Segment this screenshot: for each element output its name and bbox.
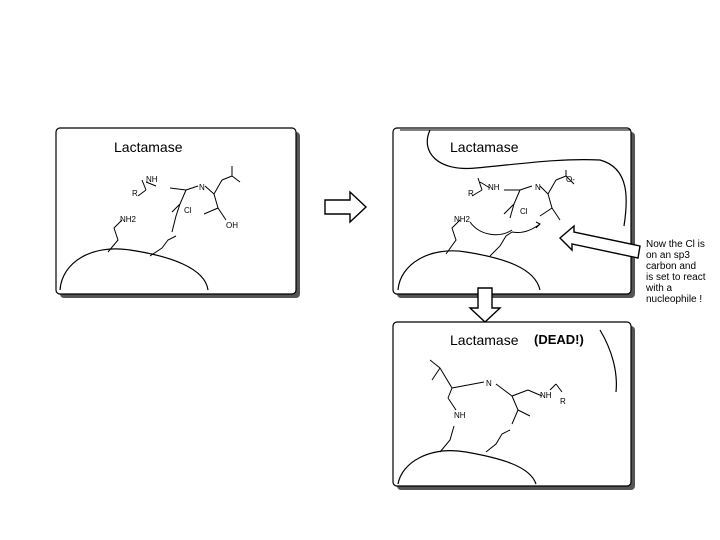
atom-n: N bbox=[486, 379, 492, 388]
panel-top-right-title: Lactamase bbox=[450, 139, 519, 155]
enzyme-surface bbox=[397, 250, 541, 291]
atom-cl: Cl bbox=[520, 207, 528, 216]
enzyme-pocket bbox=[599, 329, 617, 393]
inhibitor-bonds bbox=[471, 170, 575, 221]
atom-nh2: NH2 bbox=[120, 215, 137, 224]
panel-bottom-title: Lactamase bbox=[450, 332, 519, 348]
annotation-line: on an sp3 bbox=[646, 250, 690, 261]
lysine-chain bbox=[107, 219, 123, 253]
atom-r: R bbox=[132, 189, 138, 198]
annotation-line: nucleophile ! bbox=[646, 294, 702, 305]
panel-top-left: Lactamase NH2 NH R N Cl OH bbox=[55, 127, 300, 298]
panel-top-right: Lactamase NH2 NH R N Cl O- bbox=[392, 127, 635, 298]
enzyme-surface bbox=[397, 450, 537, 485]
atom-nh: NH bbox=[146, 175, 158, 184]
atom-cl: Cl bbox=[184, 206, 192, 215]
inhibitor-bonds bbox=[137, 166, 241, 233]
atom-nh: NH bbox=[540, 391, 552, 400]
electron-arrow bbox=[511, 221, 541, 233]
lysine-chain bbox=[445, 219, 461, 255]
panel-bottom: Lactamase (DEAD!) N NH R NH bbox=[392, 321, 635, 490]
serine-chain bbox=[149, 235, 177, 257]
electron-arrow bbox=[469, 221, 513, 236]
lysine-chain bbox=[439, 425, 455, 453]
annotation-line: carbon and bbox=[646, 261, 696, 272]
enzyme-surface bbox=[59, 248, 209, 291]
annotation-line: with a bbox=[645, 283, 673, 294]
annotation-line: Now the Cl is bbox=[646, 239, 705, 250]
panel-top-left-title: Lactamase bbox=[114, 139, 183, 155]
enzyme-pocket-top bbox=[426, 129, 627, 227]
serine-chain bbox=[489, 231, 513, 257]
status-dead: (DEAD!) bbox=[534, 332, 584, 347]
atom-nh: NH bbox=[488, 183, 500, 192]
atom-r: R bbox=[560, 397, 566, 406]
atom-n: N bbox=[535, 183, 541, 192]
annotation-line: is set to react bbox=[646, 272, 706, 283]
atom-n: N bbox=[199, 183, 205, 192]
down-arrow bbox=[468, 287, 502, 323]
annotation-pointer bbox=[558, 224, 641, 259]
atom-o-minus: O- bbox=[566, 175, 575, 184]
atom-nh-ring: NH bbox=[454, 411, 466, 420]
atom-nh2: NH2 bbox=[454, 215, 471, 224]
inhibitor-bonds bbox=[429, 359, 563, 425]
serine-chain bbox=[485, 429, 511, 453]
atom-r: R bbox=[468, 189, 474, 198]
atom-oh: OH bbox=[226, 221, 238, 230]
right-arrow bbox=[324, 190, 368, 224]
annotation: Now the Cl is on an sp3 carbon and is se… bbox=[645, 239, 706, 305]
